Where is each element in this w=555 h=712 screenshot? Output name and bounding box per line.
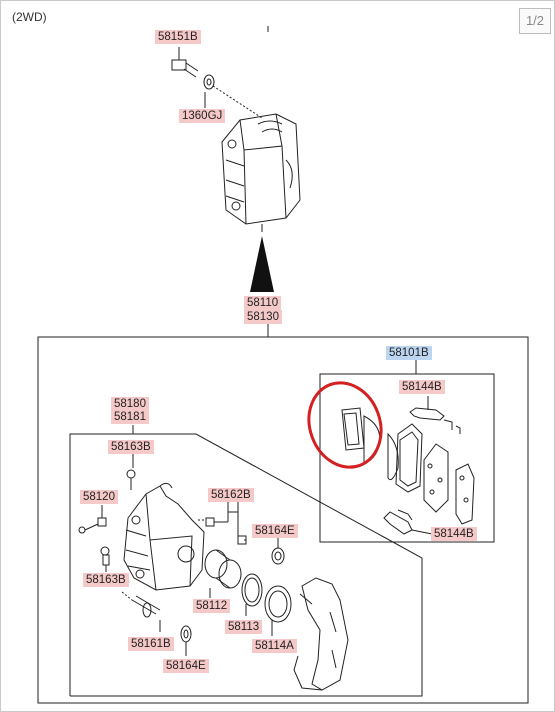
piston-seal-icon (241, 573, 263, 616)
part-label-58144b-top[interactable]: 58144B (399, 380, 445, 394)
bolt-icon (171, 47, 199, 78)
piston-icon (204, 549, 242, 598)
part-label-1360gj[interactable]: 1360GJ (179, 109, 226, 123)
part-label-58180[interactable]: 58180 (111, 397, 149, 411)
caliper-body-icon (123, 482, 205, 591)
part-label-58144b-bottom[interactable]: 58144B (431, 527, 477, 541)
part-label-58151b[interactable]: 58151B (155, 30, 201, 44)
pad-backing-plate-icon (423, 443, 475, 525)
variant-label: (2WD) (12, 10, 47, 24)
caliper-pin-icon (196, 502, 247, 545)
assembly-box (37, 336, 529, 704)
brake-pad-outer-icon (395, 423, 423, 493)
caliper-bracket-icon (293, 577, 349, 691)
caliper-subassembly-box (69, 433, 423, 697)
boot-icon (180, 625, 192, 656)
highlight-circle (307, 381, 383, 469)
part-label-58163b-top[interactable]: 58163B (108, 440, 154, 454)
part-label-58164e-bottom[interactable]: 58164E (163, 659, 209, 673)
part-label-58112[interactable]: 58112 (193, 599, 231, 613)
part-label-58162b[interactable]: 58162B (208, 488, 254, 502)
part-label-58181[interactable]: 58181 (111, 410, 149, 424)
guide-pin-icon (121, 591, 161, 632)
washer-icon (203, 74, 215, 90)
brake-pad-inner-icon (341, 407, 365, 451)
bleeder-screw-icon (126, 469, 136, 490)
bleeder-cap-icon (78, 505, 107, 534)
page-indicator[interactable]: 1/2 (519, 8, 551, 34)
part-label-58120[interactable]: 58120 (80, 490, 118, 504)
pad-clip-top-icon (409, 396, 461, 434)
part-label-58164e-top[interactable]: 58164E (252, 524, 298, 538)
caliper-assembly-icon (221, 113, 301, 225)
part-label-58114a[interactable]: 58114A (252, 639, 297, 653)
part-label-58130[interactable]: 58130 (244, 310, 282, 324)
dust-boot-icon (271, 538, 285, 565)
plug-icon (100, 546, 110, 572)
part-label-58113[interactable]: 58113 (225, 620, 263, 634)
part-label-58163b-bottom[interactable]: 58163B (83, 573, 129, 587)
part-label-58110[interactable]: 58110 (244, 296, 282, 310)
assembly-arrow-icon (250, 236, 274, 292)
dust-seal-icon (264, 585, 292, 636)
kit-label-58101b[interactable]: 58101B (386, 346, 432, 360)
part-label-58161b[interactable]: 58161B (128, 637, 174, 651)
pad-kit-box (319, 373, 495, 543)
pad-clip-bottom-icon (383, 509, 433, 535)
